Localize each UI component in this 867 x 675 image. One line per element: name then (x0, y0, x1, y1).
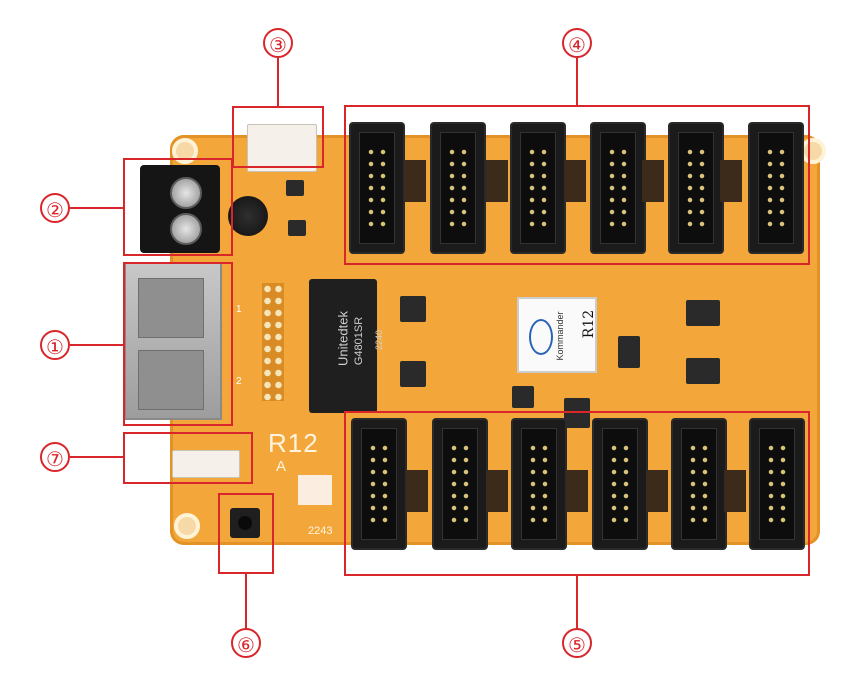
power-out-connector (247, 124, 317, 172)
leader-line-6 (245, 574, 247, 630)
callout-number: ④ (562, 28, 592, 58)
smd-resistor-array (720, 160, 742, 202)
callout-number: ① (40, 330, 70, 360)
screw-icon (170, 177, 202, 209)
button-cap (238, 516, 252, 530)
callout-box-2 (123, 158, 233, 256)
ic-chip (286, 180, 304, 196)
callout-box-1 (123, 262, 233, 426)
mounting-hole (800, 138, 826, 164)
hub-header-bottom (751, 420, 803, 548)
reset-button[interactable] (230, 508, 260, 538)
ic-chip (686, 300, 720, 326)
smd-resistor-array (406, 470, 428, 512)
callout-number: ⑤ (562, 628, 592, 658)
hub-header-bottom (513, 420, 565, 548)
smd-resistor-array (646, 470, 668, 512)
callout-box-5 (344, 411, 810, 576)
callout-box-3 (232, 106, 324, 168)
pin-header (262, 283, 284, 401)
ic-chip (288, 220, 306, 236)
port-mark-2: 2 (236, 376, 242, 387)
hub-header-top (750, 124, 802, 252)
label-model: R12 (581, 309, 597, 339)
blank-label (298, 475, 332, 505)
smd-resistor-array (724, 470, 746, 512)
callout-box-4 (344, 105, 810, 265)
callout-number: ② (40, 193, 70, 223)
hub-header-top (592, 124, 644, 252)
leader-line-4 (576, 58, 578, 105)
callout-number: ⑥ (231, 628, 261, 658)
silkscreen-suffix: A (276, 458, 287, 475)
ic-chip (618, 336, 640, 368)
smd-resistor-array (564, 160, 586, 202)
leader-line-3 (277, 58, 279, 106)
network-transformer: Unitedtek G4801SR 2240 (309, 279, 384, 413)
smd-resistor-array (566, 470, 588, 512)
corner-code: 2243 (308, 525, 333, 537)
mounting-hole (174, 513, 200, 539)
hub-header-bottom (434, 420, 486, 548)
leader-line-5 (576, 576, 578, 630)
silkscreen-model: R12 (268, 428, 319, 458)
controller-label: Kommander R12 (517, 297, 597, 373)
hub-header-top (351, 124, 403, 252)
ic-chip (686, 358, 720, 384)
ethernet-port (138, 350, 204, 410)
leader-line-2 (70, 207, 124, 209)
capacitor (228, 196, 268, 236)
callout-number: ③ (263, 28, 293, 58)
smd-resistor-array (642, 160, 664, 202)
ic-chip (400, 296, 426, 322)
ethernet-port (138, 278, 204, 338)
signal-connector (172, 450, 240, 478)
power-terminal-block (140, 165, 220, 253)
hub-header-top (432, 124, 484, 252)
callout-box-7 (123, 432, 253, 484)
transformer-brand: Unitedtek (335, 311, 351, 366)
leader-line-7 (70, 456, 124, 458)
port-mark-1: 1 (236, 304, 242, 315)
ic-chip (564, 398, 590, 428)
screw-icon (170, 213, 202, 245)
smd-resistor-array (486, 470, 508, 512)
transformer-part: G4801SR (353, 316, 365, 366)
smd-resistor-array (404, 160, 426, 202)
hub-header-bottom (353, 420, 405, 548)
label-logo-text: Kommander (555, 311, 565, 361)
callout-box-6 (218, 493, 274, 574)
hub-header-bottom (673, 420, 725, 548)
hub-header-bottom (594, 420, 646, 548)
leader-line-1 (70, 344, 124, 346)
smd-resistor-array (486, 160, 508, 202)
ic-chip (512, 386, 534, 408)
hub-header-top (670, 124, 722, 252)
transformer-code: 2240 (374, 329, 384, 351)
callout-number: ⑦ (40, 442, 70, 472)
ethernet-ports (124, 262, 222, 420)
ic-chip (400, 361, 426, 387)
hub-header-top (512, 124, 564, 252)
logo-icon (529, 319, 553, 355)
